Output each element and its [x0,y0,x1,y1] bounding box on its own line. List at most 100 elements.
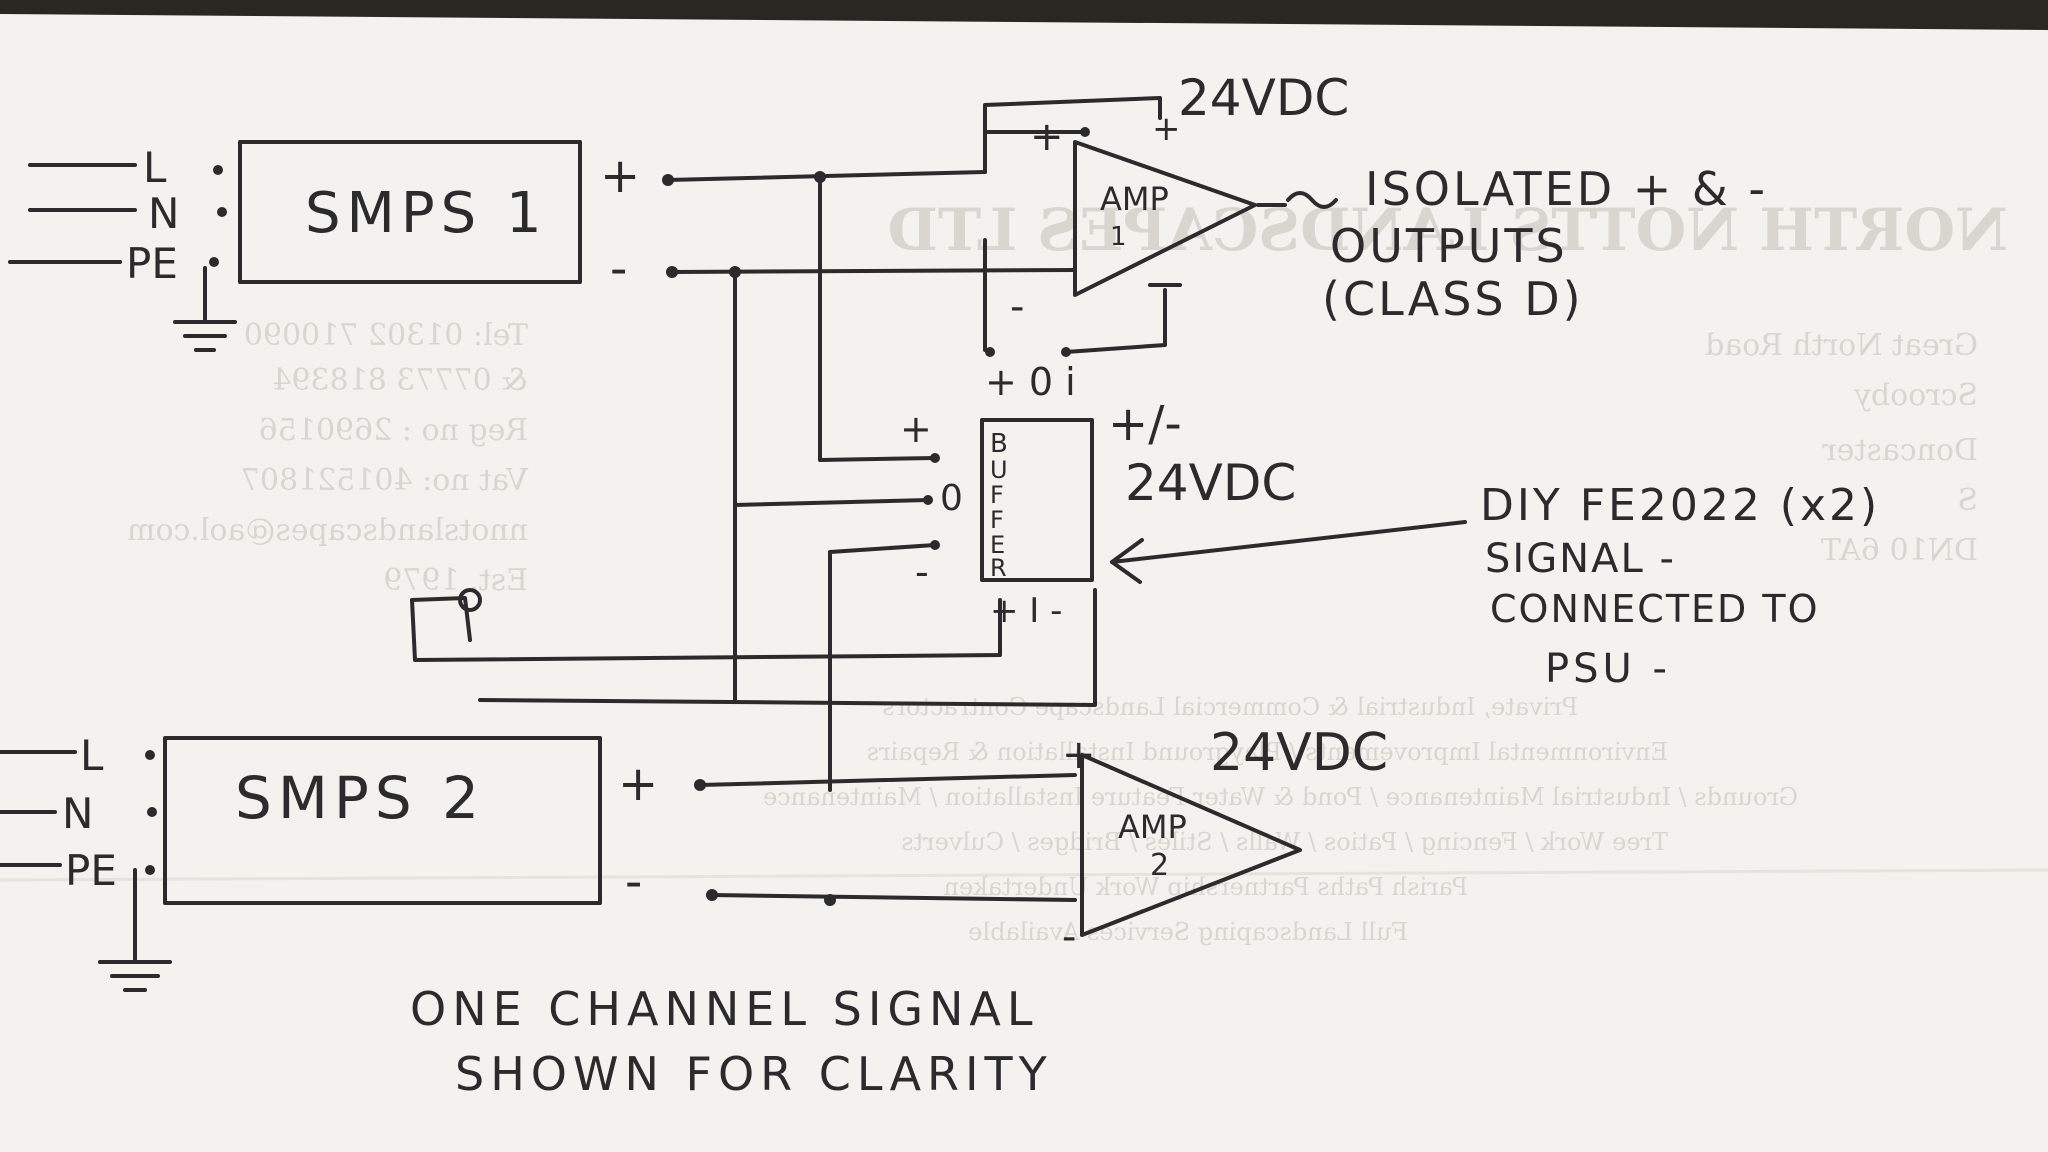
outputs-note: ISOLATED + & - OUTPUTS (CLASS D) [1322,162,1768,326]
smps1-terminal-l [213,165,223,175]
smps1-mains-wires [8,163,137,264]
buffer-note-line3: CONNECTED TO [1490,587,1820,631]
smps2-mains-wires [0,750,77,867]
buffer-note-line2: SIGNAL - [1485,536,1676,582]
buffer-pin-plus: + [900,407,932,451]
signal-input-jack [458,588,482,612]
wire-signal-to-input [410,596,1002,662]
junction-minus-2 [824,894,836,906]
smps2-terminal-l [145,750,155,760]
letterhead-address-3: S [1957,483,1978,518]
smps2-block: SMPS 2 L N PE + - [0,731,718,992]
caption: ONE CHANNEL SIGNAL SHOWN FOR CLARITY [410,982,1053,1101]
smps1-box [238,140,582,284]
outputs-note-line1: ISOLATED + & - [1365,162,1768,216]
smps2-input-l: L [80,731,104,780]
buffer-letter-f2: F [990,506,1004,534]
amp1-number: 1 [1110,222,1127,252]
smps1-earth-symbol [173,266,237,352]
letterhead-service-5: Full Landscaping Services Available [968,918,1408,946]
amp2-block: AMP 2 + - 24VDC [1062,723,1388,960]
smps2-terminal-n [147,807,157,817]
buffer-note: DIY FE2022 (x2) SIGNAL - CONNECTED TO PS… [1110,480,1880,692]
outputs-note-line2: OUTPUTS [1330,219,1568,273]
letterhead-contact-3: Vat no: 401521807 [241,463,529,498]
smps1-label: SMPS 1 [305,181,548,246]
buffer-supply-line2: 24VDC [1125,454,1296,512]
smps2-input-pe: PE [65,846,117,895]
wiring [410,175,1097,792]
amp1-output-wave [1256,191,1338,209]
amp2-number: 2 [1150,848,1169,883]
amp1-input-pins-label: + 0 i [985,360,1076,404]
amp1-label: AMP [1100,180,1169,218]
smps2-input-n: N [62,789,93,838]
smps1-out-plus-label: + [600,148,640,204]
amp2-label: AMP [1118,808,1187,846]
wire-plus-to-buffer [818,175,937,462]
amp1-input-plus-terminal [985,347,995,357]
caption-line1: ONE CHANNEL SIGNAL [410,982,1039,1036]
smps2-out-minus-label: - [625,854,642,910]
buffer-output-pins: + I - [990,591,1062,631]
wire-buffer-to-amp2 [478,588,1097,707]
paper-fold [0,868,2048,882]
buffer-letter-e: E [990,531,1005,559]
amp2-supply-voltage: 24VDC [1210,723,1388,783]
letterhead-address-1: Scrooby [1854,378,1978,413]
amp1-supply-voltage: 24VDC [1178,69,1349,127]
letterhead-address-2: Doncaster [1822,433,1978,468]
letterhead-service-0: Private, Industrial & Commercial Landsca… [882,693,1578,721]
smps1-block: SMPS 1 L N PE + - [8,140,678,352]
amp2-triangle [1080,753,1302,937]
amp2-minus-label: - [1062,914,1076,960]
letterhead-address-4: DN10 6AT [1821,533,1978,568]
outputs-note-line3: (CLASS D) [1322,272,1584,326]
buffer-pin-minus: - [915,550,929,594]
buffer-pin-zero: 0 [940,478,963,519]
letterhead-contact-5: Est. 1979 [383,563,528,598]
wire-ground-to-buffer [733,270,930,702]
smps2-plus-rail [698,773,1077,787]
wire-minus-to-buffer [828,543,937,792]
smps2-terminal-pe [145,865,155,875]
smps2-earth-symbol [98,868,172,992]
letterhead-service-1: Environmental Improvements / Playground … [867,738,1668,766]
buffer-note-line1: DIY FE2022 (x2) [1480,480,1880,531]
amp1-supply-plus: + [1152,109,1181,149]
smps1-input-pe: PE [126,239,178,288]
amp1-plus-label: + [1030,114,1064,160]
buffer-letter-f1: F [990,481,1004,509]
buffer-note-arrow [1110,520,1467,584]
smps1-terminal-n [217,207,227,217]
buffer-letter-u: U [990,456,1008,484]
smps1-input-n: N [148,189,179,238]
amp1-input-return [1064,283,1182,354]
buffer-box [980,418,1094,582]
smps1-out-minus-label: - [610,241,627,297]
buffer-letter-r: R [990,554,1007,582]
letterhead-address-0: Great North Road [1705,328,1978,363]
paper-sheet [0,14,2048,1152]
letterhead-contact-1: & 07773 818394 [272,363,528,398]
buffer-supply-line1: +/- [1108,396,1182,452]
amp1-supply-loop [983,96,1162,174]
smps1-input-l: L [143,143,167,192]
caption-line2: SHOWN FOR CLARITY [455,1047,1053,1101]
amp1-minus-label: - [1010,284,1024,330]
smps1-terminal-pe [209,257,219,267]
letterhead-contact-4: nnotslandscapes@aol.com [127,513,528,548]
letterhead-contact-0: Tel: 01302 710090 [244,318,528,353]
smps1-plus-rail [666,170,987,182]
smps2-out-plus-label: + [618,756,658,812]
amp1-triangle [1073,140,1257,297]
smps2-box [163,736,602,905]
amp2-plus-label: + [1062,732,1096,778]
buffer-letter-b: B [990,429,1008,459]
letterhead-service-2: Grounds / Industrial Maintenance / Pond … [763,783,1798,811]
amp1-block: AMP 1 + - + 24VDC + 0 i [983,69,1349,404]
buffer-note-line4: PSU - [1545,646,1671,692]
smps2-minus-rail [710,893,1077,902]
